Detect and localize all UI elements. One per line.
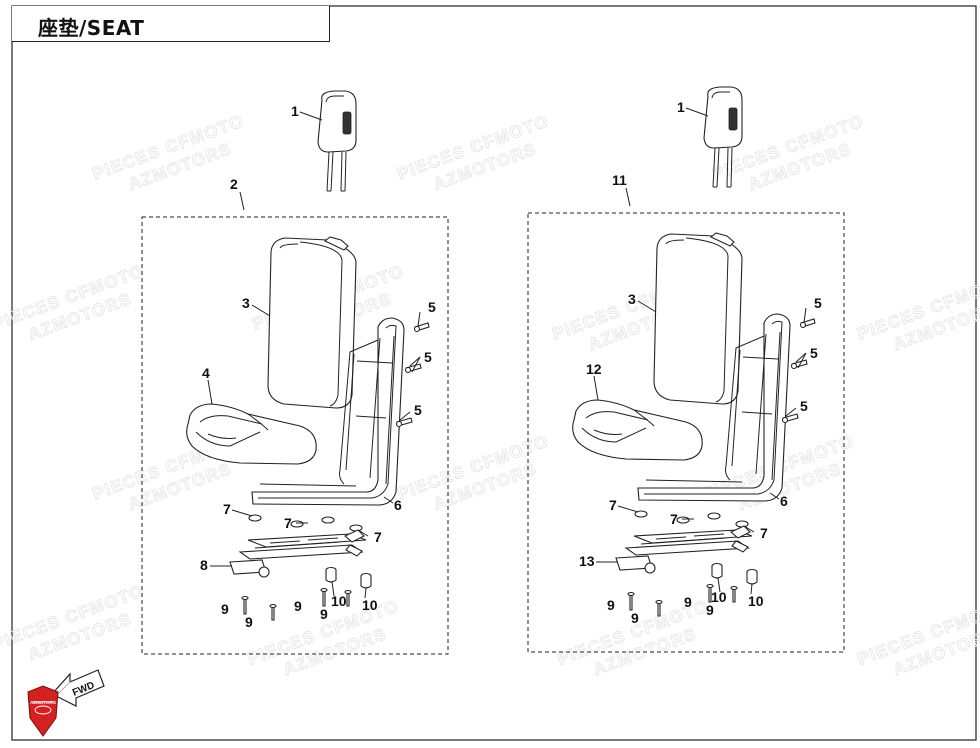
azmotors-logo: AZMOTORS: [27, 685, 59, 737]
callout-number: 1: [677, 99, 685, 115]
callout-number: 9: [684, 594, 692, 610]
callout-number: 5: [814, 295, 822, 311]
washer[interactable]: [735, 520, 749, 528]
callout-number: 8: [200, 557, 208, 573]
page-title: 座垫/SEAT: [38, 16, 145, 40]
callout-number: 6: [394, 497, 402, 513]
callout-number: 7: [374, 529, 382, 545]
bushing[interactable]: [711, 562, 723, 579]
bolt[interactable]: [781, 413, 799, 424]
washer[interactable]: [290, 520, 304, 528]
washer[interactable]: [676, 516, 690, 524]
page-frame: [11, 5, 977, 741]
washer[interactable]: [321, 516, 335, 524]
callout-number: 11: [612, 172, 627, 188]
seat-assembly-right: 1 11 3 12 5 5 5 6 7 7 7 13 9 9 9 9 10 10: [527, 86, 845, 653]
seat-frame[interactable]: [637, 313, 791, 502]
callout-number: 7: [670, 511, 678, 527]
backrest[interactable]: [267, 236, 357, 409]
bolt[interactable]: [790, 359, 808, 370]
seat-assembly-left: [141, 90, 449, 655]
washer[interactable]: [349, 524, 363, 532]
callout-number: 7: [284, 515, 292, 531]
bolt[interactable]: [413, 322, 430, 333]
callout-number: 3: [242, 295, 250, 311]
bolt[interactable]: [395, 417, 413, 428]
callout-number: 7: [223, 501, 231, 517]
callout-number: 10: [331, 593, 347, 609]
callout-number: 10: [748, 593, 764, 609]
callout-number: 9: [245, 614, 253, 630]
callout-number: 7: [760, 525, 768, 541]
seat-frame[interactable]: [251, 317, 405, 506]
callout-number: 9: [631, 610, 639, 626]
screw[interactable]: [344, 589, 352, 607]
callout-number: 5: [428, 299, 436, 315]
seat-cushion[interactable]: [572, 399, 703, 461]
bolt[interactable]: [799, 318, 816, 329]
bushing[interactable]: [325, 566, 337, 583]
screw[interactable]: [655, 599, 663, 617]
callout-number: 5: [810, 345, 818, 361]
callout-number: 9: [706, 602, 714, 618]
callout-number: 9: [221, 601, 229, 617]
screw[interactable]: [269, 603, 277, 621]
callout-number: 13: [579, 553, 595, 569]
callout-number: 4: [202, 365, 210, 381]
callout-labels-left: 1 2 3 4 5 5 5 6 7 7 7 8 9 9 9 9 10 10: [200, 103, 436, 630]
callout-number: 9: [607, 597, 615, 613]
seat-slider[interactable]: [615, 525, 753, 574]
backrest[interactable]: [653, 232, 743, 405]
screw[interactable]: [320, 587, 328, 607]
callout-number: 9: [294, 598, 302, 614]
bushing[interactable]: [360, 572, 372, 589]
washer[interactable]: [634, 510, 648, 518]
headrest[interactable]: [317, 90, 357, 192]
bolt[interactable]: [404, 363, 422, 374]
callout-number: 1: [291, 103, 299, 119]
callout-number: 9: [320, 606, 328, 622]
screw[interactable]: [730, 585, 738, 603]
title-box: [12, 6, 330, 42]
screw[interactable]: [627, 591, 635, 611]
callout-number: 10: [362, 597, 378, 613]
callout-number: 5: [800, 398, 808, 414]
callout-number: 10: [711, 589, 727, 605]
callout-number: 6: [780, 493, 788, 509]
bushing[interactable]: [746, 568, 758, 585]
washer[interactable]: [248, 514, 262, 522]
callout-number: 5: [424, 349, 432, 365]
screw[interactable]: [241, 595, 249, 615]
seat-slider[interactable]: [229, 529, 367, 578]
callout-number: 3: [628, 291, 636, 307]
callout-labels-right: 1 11 3 12 5 5 5 6 7 7 7 13 9 9 9 9 10 10: [579, 99, 822, 626]
seat-cushion[interactable]: [186, 403, 317, 465]
callout-number: 12: [586, 361, 602, 377]
headrest[interactable]: [703, 86, 743, 188]
logo-text: AZMOTORS: [30, 700, 56, 705]
forward-arrow-icon: FWD: [51, 669, 105, 707]
callout-number: 2: [230, 176, 238, 192]
callout-number: 7: [609, 497, 617, 513]
screw[interactable]: [706, 583, 714, 603]
assembly-box: [141, 216, 449, 655]
assembly-box: [527, 212, 845, 653]
washer[interactable]: [707, 512, 721, 520]
callout-number: 5: [414, 402, 422, 418]
